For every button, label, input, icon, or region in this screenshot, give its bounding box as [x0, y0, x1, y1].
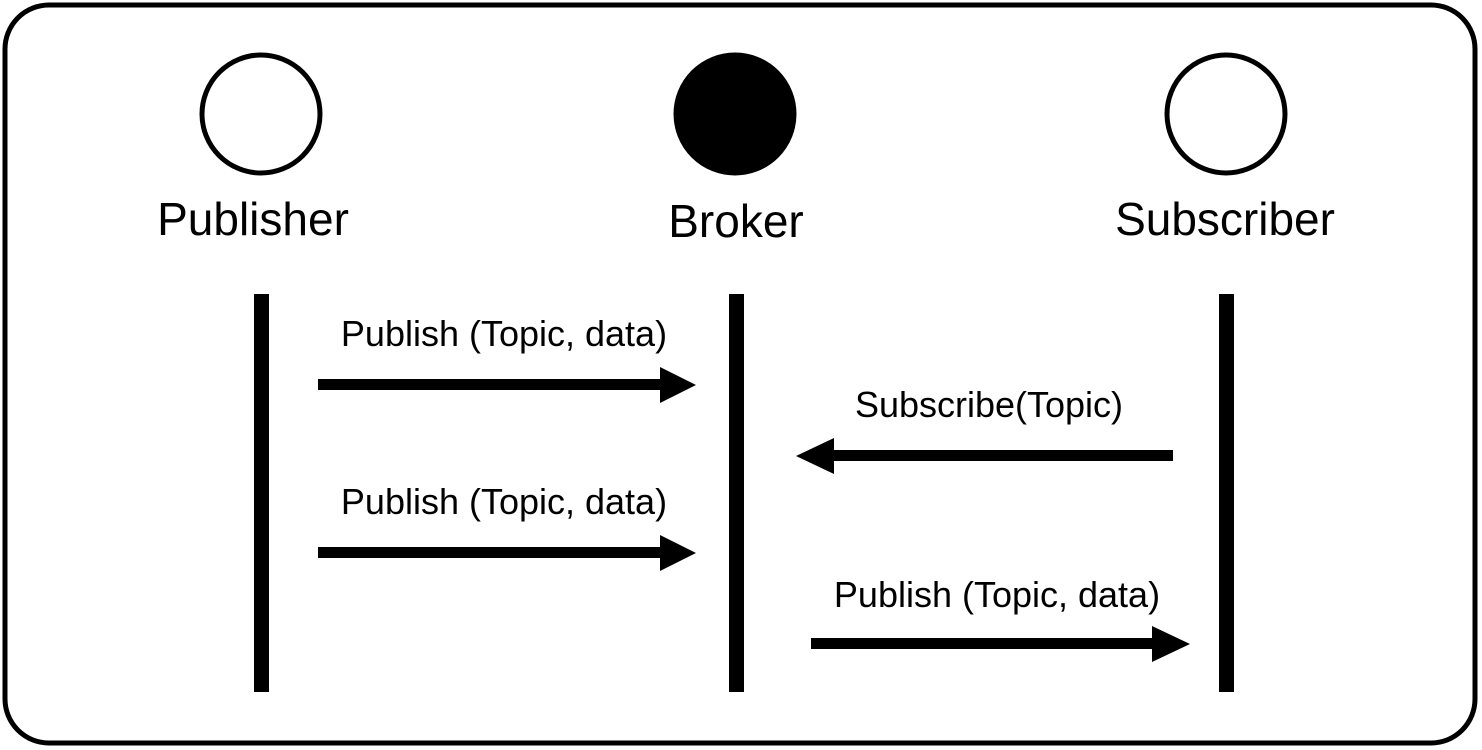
- broker-node: [673, 52, 797, 176]
- message-publish-2: Publish (Topic, data): [318, 481, 696, 571]
- message-publish-3: Publish (Topic, data): [811, 574, 1190, 662]
- message-label: Publish (Topic, data): [834, 574, 1160, 615]
- arrow-right-icon: [1152, 626, 1190, 662]
- subscriber-label: Subscriber: [1115, 193, 1335, 245]
- arrow-right-icon: [660, 535, 696, 571]
- subscriber-lifeline: [1219, 294, 1234, 692]
- subscriber-node: [1164, 52, 1288, 176]
- arrow-shaft: [318, 379, 664, 390]
- message-publish-1: Publish (Topic, data): [318, 313, 696, 403]
- message-subscribe: Subscribe(Topic): [796, 384, 1173, 474]
- actor-publisher: Publisher: [157, 52, 349, 692]
- broker-label: Broker: [668, 195, 803, 247]
- message-label: Publish (Topic, data): [341, 313, 667, 354]
- arrow-shaft: [811, 638, 1156, 649]
- actor-broker: Broker: [668, 52, 804, 692]
- publisher-node: [199, 52, 323, 176]
- arrow-left-icon: [796, 438, 834, 474]
- arrow-shaft: [318, 547, 664, 558]
- actor-subscriber: Subscriber: [1115, 52, 1335, 692]
- message-label: Subscribe(Topic): [855, 384, 1123, 425]
- arrow-shaft: [830, 450, 1173, 461]
- message-label: Publish (Topic, data): [341, 481, 667, 522]
- publisher-label: Publisher: [157, 193, 349, 245]
- publisher-lifeline: [254, 294, 269, 692]
- arrow-right-icon: [660, 367, 696, 403]
- broker-lifeline: [729, 294, 744, 692]
